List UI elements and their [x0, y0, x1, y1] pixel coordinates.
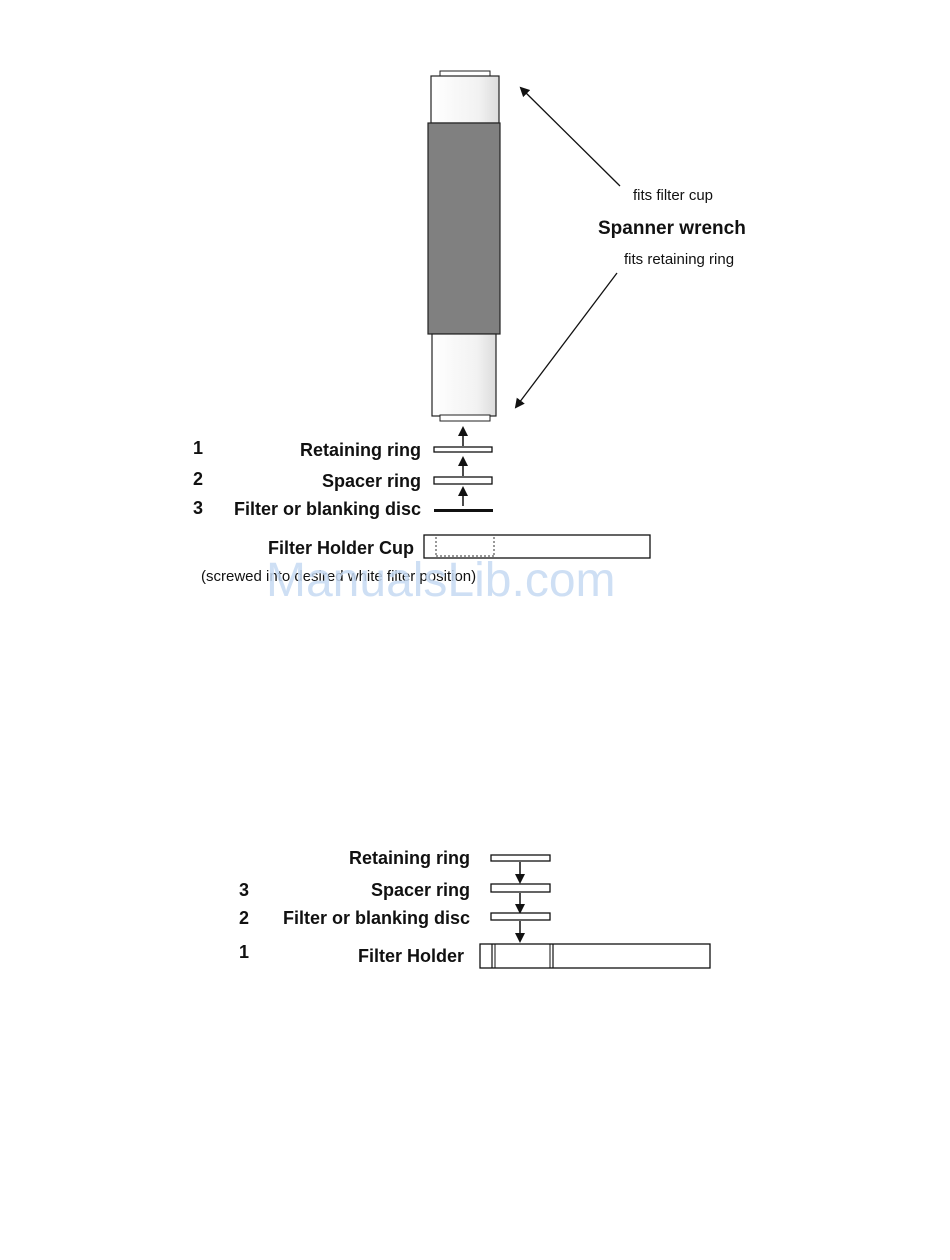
callout-arrow-retaining-ring — [516, 273, 617, 407]
label-retaining-ring-top: Retaining ring — [300, 440, 421, 460]
spanner-wrench — [428, 71, 500, 421]
retaining-ring-part-bottom — [491, 855, 550, 861]
watermark: ManualsLib.com — [266, 554, 616, 607]
label-spanner-wrench: Spanner wrench — [598, 218, 746, 239]
label-spacer-ring-bottom: Spacer ring — [371, 880, 470, 900]
spacer-ring-part-top — [434, 477, 492, 484]
wrench-bottom-cap — [440, 415, 490, 421]
wrench-grip — [428, 123, 500, 334]
filter-holder-part-bottom — [480, 944, 710, 968]
step-number-1-top: 1 — [193, 438, 203, 458]
filter-disc-part-top — [434, 509, 493, 512]
step-number-3-top: 3 — [193, 498, 203, 518]
label-fits-filter-cup: fits filter cup — [633, 187, 713, 204]
label-fits-retaining-ring: fits retaining ring — [624, 251, 734, 268]
label-spacer-ring-top: Spacer ring — [322, 471, 421, 491]
filter-disc-part-bottom — [491, 913, 550, 920]
label-filter-disc-bottom: Filter or blanking disc — [283, 908, 470, 928]
step-number-1-bottom: 1 — [239, 942, 249, 962]
label-retaining-ring-bottom: Retaining ring — [349, 848, 470, 868]
callout-arrow-filter-cup — [521, 88, 620, 186]
step-number-3-bottom: 3 — [239, 880, 249, 900]
label-filter-holder-bottom: Filter Holder — [358, 946, 464, 966]
step-number-2-top: 2 — [193, 469, 203, 489]
step-number-2-bottom: 2 — [239, 908, 249, 928]
wrench-upper-end — [431, 76, 499, 123]
wrench-lower-end — [432, 334, 496, 416]
spacer-ring-part-bottom — [491, 884, 550, 892]
retaining-ring-part-top — [434, 447, 492, 452]
label-filter-disc-top: Filter or blanking disc — [234, 499, 421, 519]
